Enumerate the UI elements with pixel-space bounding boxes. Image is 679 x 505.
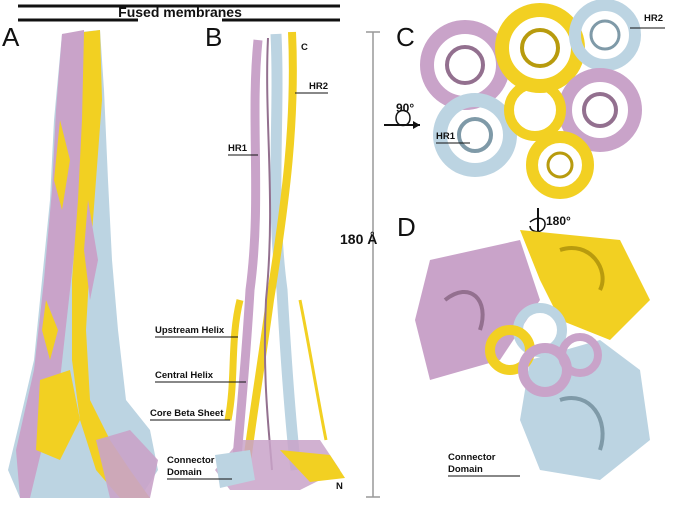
fused-membranes-header: Fused membranes (18, 4, 340, 22)
connector-domain-annotation-d: Connector Domain (448, 452, 520, 477)
scale-bar: 180 Å (340, 31, 380, 498)
panel-d-letter: D (397, 212, 416, 242)
panel-c-letter: C (396, 22, 415, 52)
c-terminus-label: C (301, 42, 308, 53)
hr2-annotation-b: HR2 (295, 81, 328, 94)
n-terminus-label: N (336, 481, 343, 492)
rotation-180-label: 180° (546, 214, 571, 228)
central-helix-annotation: Central Helix (155, 370, 246, 383)
connector-domain-label-d-line1: Connector (448, 452, 496, 463)
panel-c-top-view (420, 0, 642, 199)
connector-domain-label-b-line2: Domain (167, 467, 202, 478)
hr2-annotation-c: HR2 (630, 13, 665, 29)
rotation-90-label: 90° (396, 101, 414, 115)
panel-b-letter: B (205, 22, 222, 52)
scale-bar-label: 180 Å (340, 231, 377, 247)
upstream-helix-annotation: Upstream Helix (155, 325, 238, 338)
core-beta-sheet-annotation: Core Beta Sheet (150, 408, 230, 421)
connector-domain-annotation-b: Connector Domain (167, 455, 232, 480)
rotation-90-indicator: 90° (384, 101, 420, 129)
connector-domain-label-d-line2: Domain (448, 464, 483, 475)
hr1-annotation-c: HR1 (436, 131, 470, 144)
hr1-label-b: HR1 (228, 143, 248, 154)
hr1-label-c: HR1 (436, 131, 456, 142)
central-helix-label: Central Helix (155, 370, 214, 381)
panel-a-letter: A (2, 22, 20, 52)
panel-a-density-map (8, 30, 158, 498)
hr1-annotation-b: HR1 (228, 143, 258, 156)
panel-d-bottom-view (415, 230, 650, 480)
core-beta-sheet-label: Core Beta Sheet (150, 408, 224, 419)
hr2-label-c: HR2 (644, 13, 663, 24)
connector-domain-label-b-line1: Connector (167, 455, 215, 466)
hr2-label-b: HR2 (309, 81, 328, 92)
upstream-helix-label: Upstream Helix (155, 325, 225, 336)
fused-membranes-label: Fused membranes (118, 4, 242, 20)
panel-b-ribbon-model (215, 31, 345, 490)
